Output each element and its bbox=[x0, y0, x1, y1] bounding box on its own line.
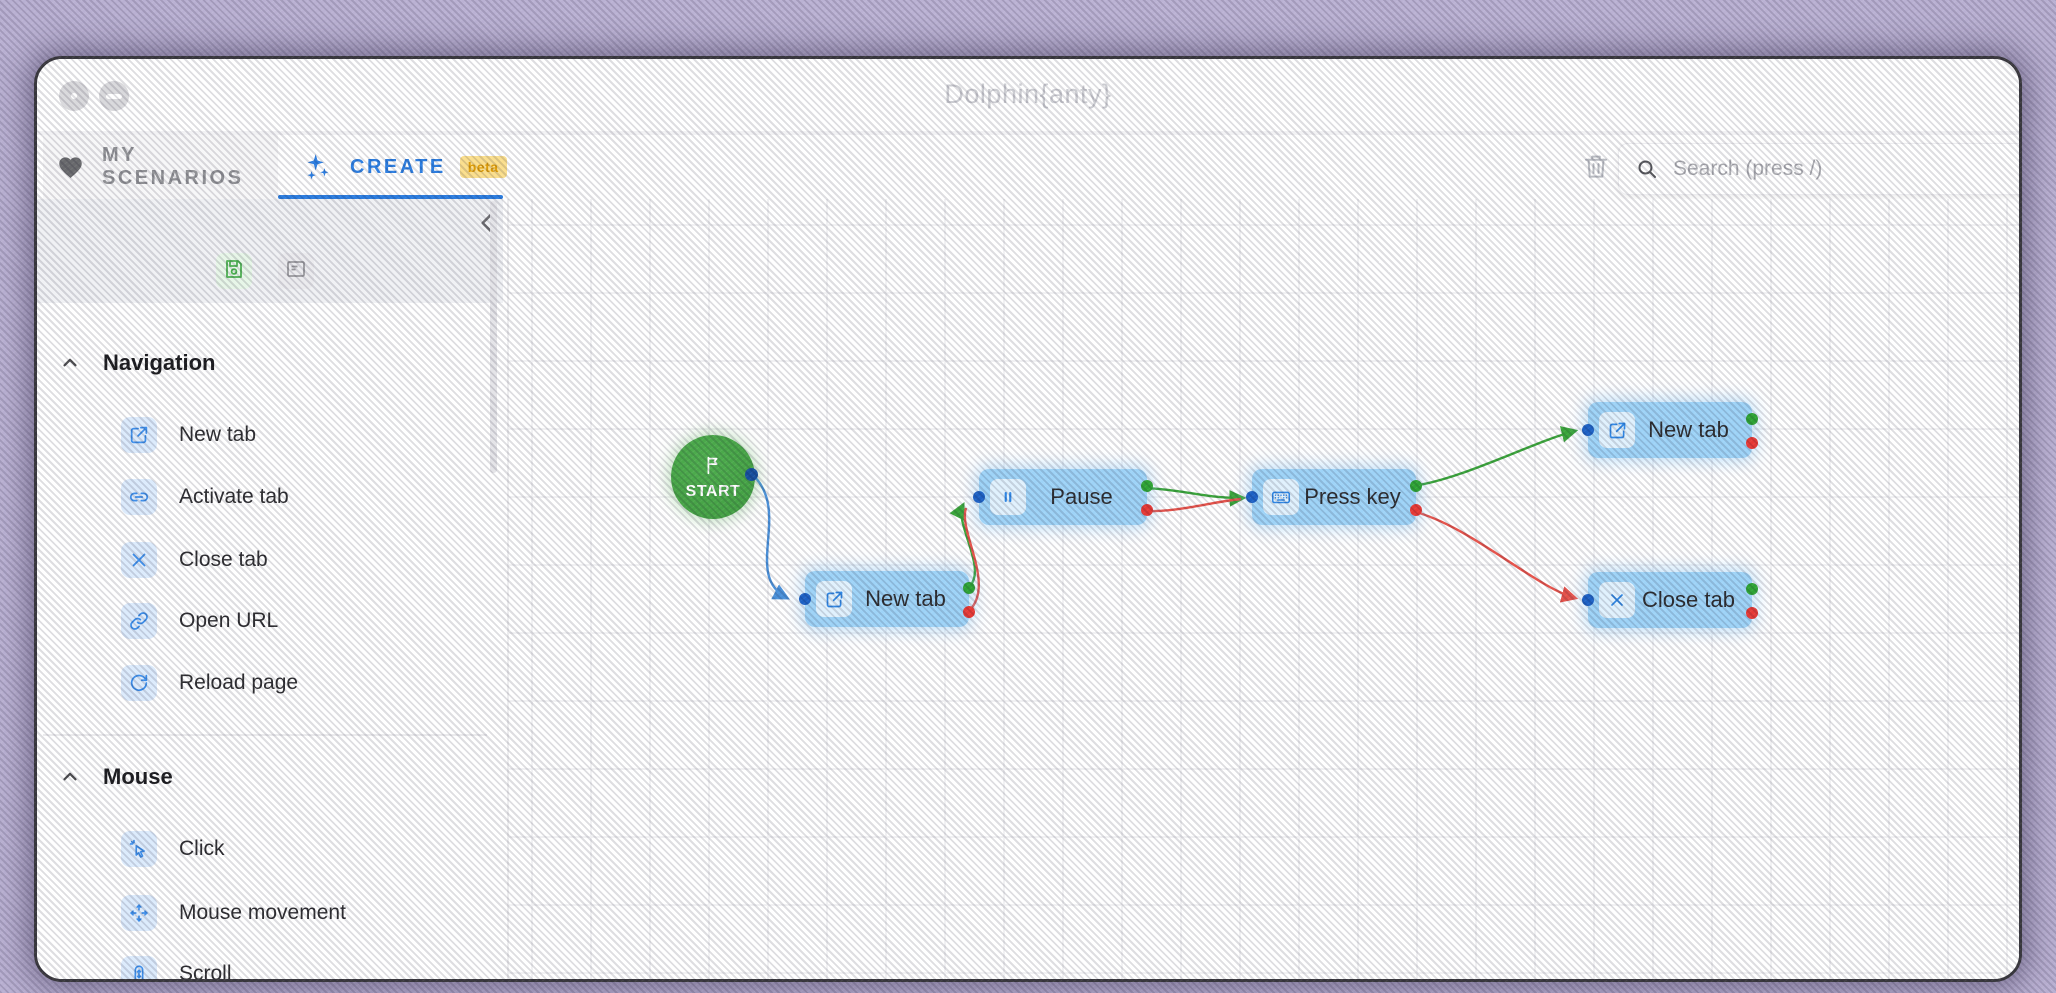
port-error[interactable] bbox=[1141, 504, 1153, 516]
sidebar-item-scroll[interactable]: Scroll bbox=[37, 952, 507, 982]
collapse-sidebar-button[interactable] bbox=[469, 207, 505, 243]
port-success[interactable] bbox=[1141, 480, 1153, 492]
panel-icon bbox=[284, 257, 308, 286]
port-success[interactable] bbox=[1410, 480, 1422, 492]
keyboard-icon bbox=[1263, 479, 1299, 515]
window-back-button[interactable] bbox=[59, 81, 89, 111]
port-error[interactable] bbox=[1410, 504, 1422, 516]
window-minimize-button[interactable] bbox=[99, 81, 129, 111]
sidebar-item-label: Reload page bbox=[179, 671, 299, 694]
heart-icon bbox=[57, 154, 84, 181]
sidebar-item-label: Click bbox=[179, 837, 225, 860]
sidebar-item-open-url[interactable]: Open URL bbox=[37, 599, 507, 643]
sidebar-item-click[interactable]: Click bbox=[37, 827, 507, 871]
section-divider bbox=[43, 734, 487, 736]
port-input[interactable] bbox=[1582, 424, 1594, 436]
port-success[interactable] bbox=[1746, 583, 1758, 595]
tab-my-scenarios-label: MY SCENARIOS bbox=[102, 144, 244, 189]
sidebar-item-label: Open URL bbox=[179, 609, 279, 632]
port-success[interactable] bbox=[1746, 413, 1758, 425]
dot-icon bbox=[71, 93, 77, 99]
actions-sidebar: Navigation New tab Activate tab Close ta… bbox=[37, 199, 509, 979]
tab-my-scenarios[interactable]: MY SCENARIOS bbox=[43, 135, 278, 199]
section-title: Mouse bbox=[103, 764, 173, 789]
click-icon bbox=[121, 831, 157, 867]
sidebar-item-activate-tab[interactable]: Activate tab bbox=[37, 475, 507, 519]
sidebar-item-label: Activate tab bbox=[179, 485, 289, 508]
scroll-icon bbox=[121, 956, 157, 979]
reload-page-icon bbox=[121, 665, 157, 701]
activate-tab-icon bbox=[121, 479, 157, 515]
port-input[interactable] bbox=[1246, 491, 1258, 503]
sidebar-item-label: Close tab bbox=[179, 548, 268, 571]
close-tab-icon bbox=[121, 542, 157, 578]
close-tab-icon bbox=[1599, 582, 1635, 618]
open-url-icon bbox=[121, 603, 157, 639]
minus-icon bbox=[106, 94, 122, 99]
port-output[interactable] bbox=[745, 468, 758, 481]
sidebar-scrollbar[interactable] bbox=[490, 201, 497, 473]
node-label: Close tab bbox=[1642, 587, 1735, 612]
port-input[interactable] bbox=[973, 491, 985, 503]
node-label: Pause bbox=[1050, 484, 1113, 509]
flag-icon bbox=[702, 454, 724, 481]
node-new-tab-1[interactable]: New tab bbox=[799, 571, 975, 627]
app-title: Dolphin{anty} bbox=[944, 79, 1112, 109]
caret-up-icon bbox=[59, 352, 81, 374]
section-title: Navigation bbox=[103, 350, 216, 375]
trash-icon bbox=[1581, 151, 1611, 186]
app-window: Dolphin{anty} MY SCENARIOS CREATE bbox=[34, 56, 2022, 982]
save-icon bbox=[222, 257, 246, 286]
scenario-header-panel bbox=[37, 199, 503, 303]
start-node-label: START bbox=[685, 482, 741, 500]
caret-up-icon bbox=[59, 766, 81, 788]
tab-bar: MY SCENARIOS CREATE beta bbox=[37, 135, 2019, 199]
delete-button[interactable] bbox=[1575, 147, 1617, 189]
sidebar-item-reload-page[interactable]: Reload page bbox=[37, 661, 507, 705]
pause-icon bbox=[990, 479, 1026, 515]
node-label: New tab bbox=[1648, 417, 1729, 442]
new-tab-icon bbox=[816, 581, 852, 617]
port-input[interactable] bbox=[1582, 594, 1594, 606]
mouse-movement-icon bbox=[121, 895, 157, 931]
node-label: Press key bbox=[1304, 484, 1401, 509]
search-input[interactable] bbox=[1671, 156, 2017, 182]
search-icon bbox=[1635, 157, 1659, 181]
sidebar-item-mouse-movement[interactable]: Mouse movement bbox=[37, 891, 507, 935]
new-tab-icon bbox=[121, 417, 157, 453]
node-label: New tab bbox=[865, 586, 946, 611]
new-tab-icon bbox=[1599, 412, 1635, 448]
sidebar-item-label: Scroll bbox=[179, 962, 232, 982]
port-error[interactable] bbox=[963, 606, 975, 618]
port-error[interactable] bbox=[1746, 607, 1758, 619]
sidebar-item-label: New tab bbox=[179, 423, 257, 446]
sidebar-item-new-tab[interactable]: New tab bbox=[37, 413, 507, 457]
tab-create[interactable]: CREATE beta bbox=[278, 135, 513, 199]
tab-create-label: CREATE bbox=[350, 155, 446, 178]
titlebar-separator bbox=[37, 131, 2019, 135]
title-bar: Dolphin{anty} bbox=[37, 59, 2019, 131]
sidebar-item-label: Mouse movement bbox=[179, 901, 346, 924]
node-pause[interactable]: Pause bbox=[973, 469, 1153, 525]
port-success[interactable] bbox=[963, 582, 975, 594]
node-press-key[interactable]: Press key bbox=[1246, 469, 1422, 525]
beta-badge: beta bbox=[459, 156, 507, 178]
scenario-canvas[interactable] bbox=[509, 199, 2019, 979]
scenario-panel-button[interactable] bbox=[278, 253, 314, 289]
chevron-left-icon bbox=[474, 210, 500, 241]
port-error[interactable] bbox=[1746, 437, 1758, 449]
save-scenario-button[interactable] bbox=[216, 253, 252, 289]
search-box bbox=[1618, 143, 2019, 195]
node-close-tab[interactable]: Close tab bbox=[1582, 572, 1758, 628]
port-input[interactable] bbox=[799, 593, 811, 605]
sparkles-icon bbox=[304, 153, 332, 181]
active-tab-underline bbox=[278, 195, 503, 199]
sidebar-item-close-tab[interactable]: Close tab bbox=[37, 538, 507, 582]
start-node[interactable]: START bbox=[671, 435, 758, 519]
node-new-tab-2[interactable]: New tab bbox=[1582, 402, 1758, 458]
